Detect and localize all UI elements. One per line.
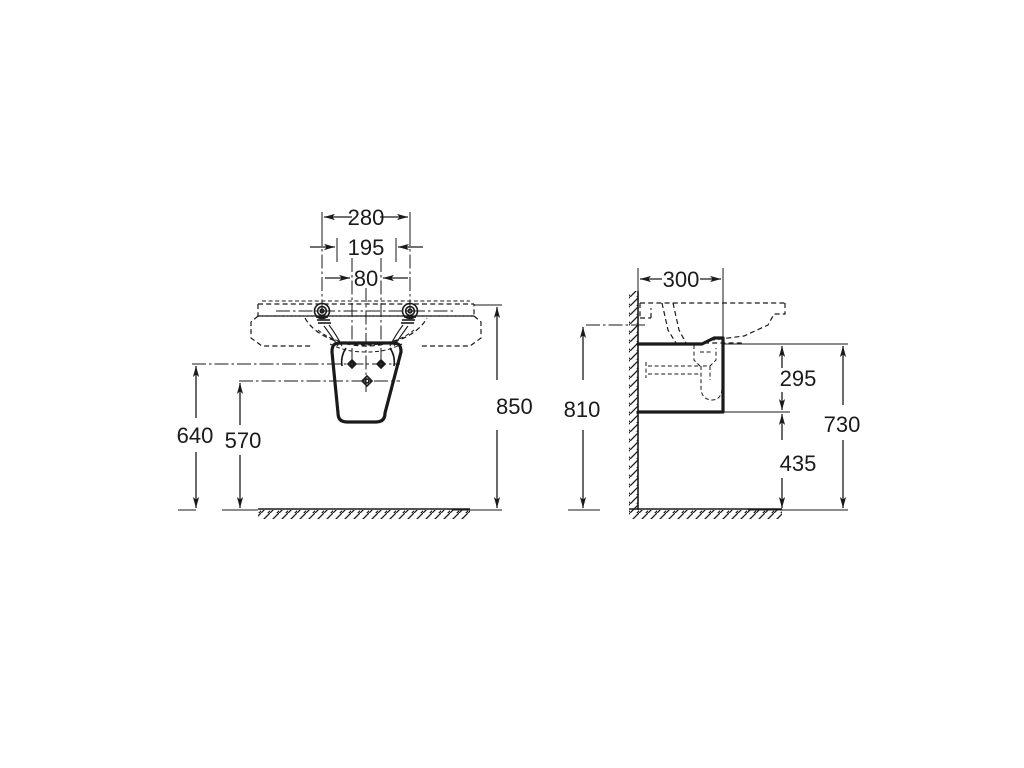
dim-label-435: 435 bbox=[780, 451, 817, 476]
front-fixing-right bbox=[389, 302, 419, 347]
dim-280: 280 bbox=[321, 205, 411, 236]
side-view: 300 810 295 435 bbox=[564, 267, 861, 519]
dim-300: 300 bbox=[637, 267, 724, 338]
dim-label-640: 640 bbox=[177, 423, 214, 448]
dim-label-80: 80 bbox=[354, 266, 378, 291]
front-fixing-left bbox=[313, 302, 343, 347]
dim-label-570: 570 bbox=[225, 428, 262, 453]
dim-810: 810 bbox=[564, 327, 601, 511]
dim-850: 850 bbox=[452, 304, 533, 511]
front-view: 280 195 80 850 640 bbox=[177, 205, 533, 519]
dim-label-850: 850 bbox=[496, 394, 533, 419]
dim-570: 570 bbox=[225, 383, 262, 508]
front-center-lines bbox=[192, 232, 456, 392]
dim-295: 295 bbox=[778, 346, 817, 410]
front-pedestal-outline bbox=[330, 341, 403, 424]
dim-label-730: 730 bbox=[824, 412, 861, 437]
side-waste-trap bbox=[645, 345, 723, 401]
side-floor bbox=[629, 508, 782, 519]
dim-label-295: 295 bbox=[780, 366, 817, 391]
side-basin-outline bbox=[639, 302, 786, 344]
side-pedestal-outline bbox=[636, 336, 725, 414]
dim-80: 80 bbox=[325, 266, 408, 291]
side-wall bbox=[629, 291, 639, 510]
dim-730: 730 bbox=[824, 346, 861, 508]
dim-195: 195 bbox=[310, 235, 423, 262]
dim-label-195: 195 bbox=[348, 235, 385, 260]
dim-label-300: 300 bbox=[663, 267, 700, 292]
front-floor bbox=[178, 508, 502, 519]
dim-435: 435 bbox=[778, 414, 817, 508]
dim-640: 640 bbox=[177, 366, 214, 508]
dim-label-810: 810 bbox=[564, 397, 601, 422]
dim-label-280: 280 bbox=[348, 205, 385, 230]
